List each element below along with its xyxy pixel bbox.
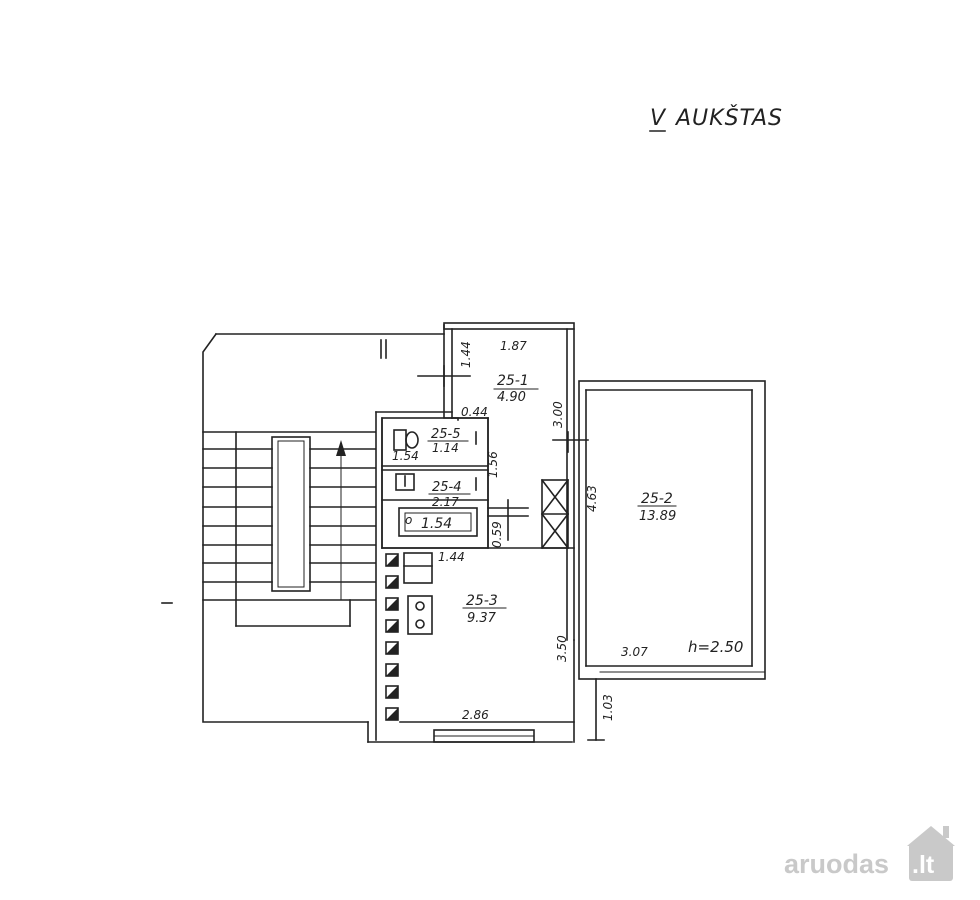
- dim-1-56: 1.56: [486, 451, 500, 478]
- room-25-2-area: 13.89: [639, 509, 676, 524]
- room-25-2-id: 25-2: [641, 491, 673, 507]
- room-25-4-id: 25-4: [432, 480, 462, 495]
- dim-3-50: 3.50: [555, 635, 569, 662]
- dim-0-59: 0.59: [490, 521, 504, 548]
- floor-title-text: AUKŠTAS: [674, 105, 783, 131]
- watermark: aruodas .lt: [784, 826, 955, 881]
- dim-1-03: 1.03: [601, 694, 615, 721]
- dim-0-44: 0.44: [461, 405, 488, 419]
- room-25-4-area: 2.17: [432, 495, 459, 509]
- watermark-house-icon: [909, 843, 953, 881]
- vent-blocks: [385, 553, 399, 721]
- floor-title-numeral: V: [650, 106, 667, 131]
- dim-1-44-mid: 1.44: [438, 550, 465, 564]
- dim-4-63: 4.63: [585, 485, 599, 512]
- watermark-text: aruodas: [784, 849, 889, 879]
- room-25-1-area: 4.90: [497, 390, 526, 405]
- room-labels: 25-1 4.90 25-5 1.14 25-4 2.17 25-3 9.37 …: [427, 373, 677, 626]
- room-25-3-area: 9.37: [467, 611, 497, 626]
- dim-3-07: 3.07: [621, 645, 648, 659]
- room-25-5-area: 1.14: [432, 441, 459, 455]
- dim-1-54-b: 1.54: [421, 516, 452, 532]
- room-25-3-id: 25-3: [466, 593, 498, 609]
- watermark-roof-icon: [907, 826, 955, 846]
- dim-1-44-top: 1.44: [459, 341, 473, 368]
- room-25-5-id: 25-5: [431, 427, 461, 442]
- watermark-tld: .lt: [912, 851, 935, 879]
- dim-1-54-a: 1.54: [392, 449, 419, 463]
- dim-3-00: 3.00: [551, 401, 565, 428]
- dimension-labels: 1.87 1.44 0.44 3.00 1.54 1.56 o 1.54 0.5…: [392, 339, 743, 722]
- apartment-walls: [367, 322, 766, 743]
- dim-2-86: 2.86: [462, 708, 489, 722]
- dim-1-87: 1.87: [500, 339, 527, 353]
- staircase: [161, 332, 445, 723]
- room-25-1-id: 25-1: [497, 373, 529, 389]
- fixture-mark: o: [405, 513, 412, 527]
- ceiling-height: h=2.50: [688, 638, 743, 656]
